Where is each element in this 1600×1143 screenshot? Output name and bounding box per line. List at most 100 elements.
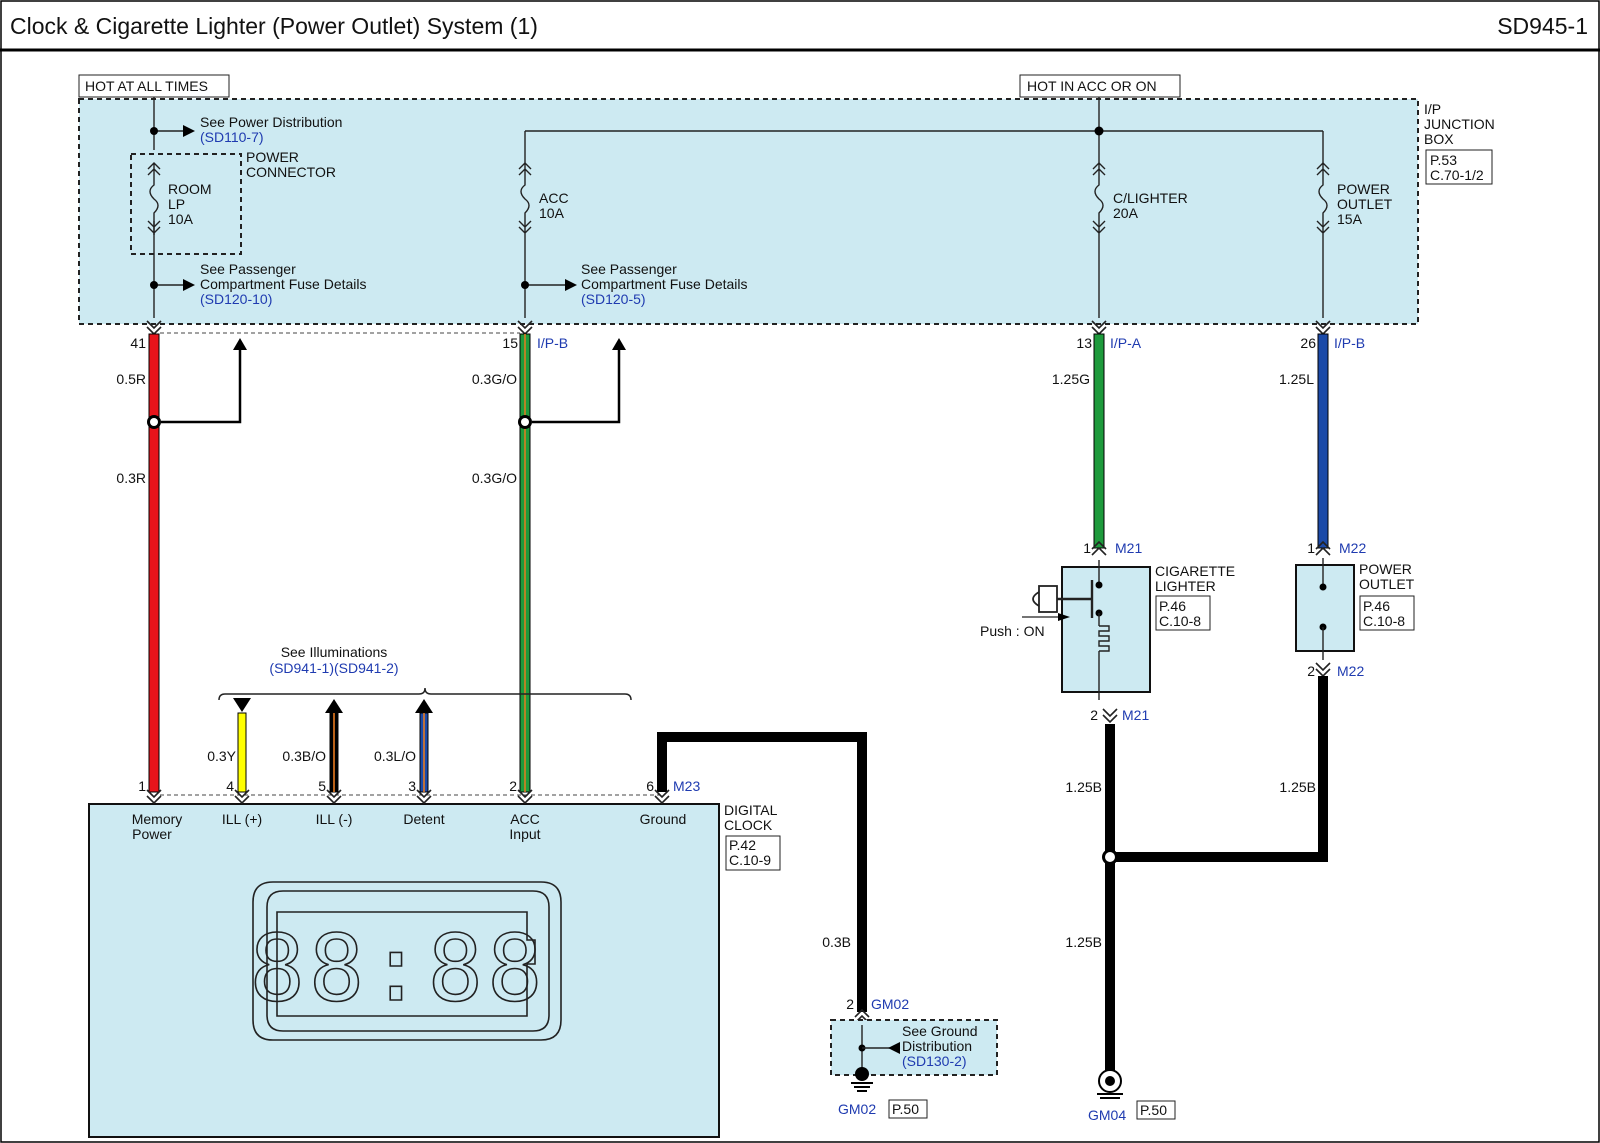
wire-label: 0.3B/O — [282, 748, 326, 764]
pin-label: Power — [132, 826, 172, 842]
fuse-acc: ACC 10A — [518, 162, 569, 236]
pin-number: 2 — [509, 778, 517, 794]
ref-text: See Passenger — [581, 261, 677, 277]
pin-number: 1 — [1307, 540, 1315, 556]
fuse-label: ROOM — [168, 181, 212, 197]
connector-id: M21 — [1115, 540, 1142, 556]
pin-number: 6 — [646, 778, 654, 794]
pin-label: Input — [509, 826, 540, 842]
hot-labels: HOT AT ALL TIMES HOT IN ACC OR ON — [78, 74, 1181, 98]
colored-wires — [148, 333, 1329, 793]
ip-junction-box: I/P JUNCTION BOX P.53 C.70-1/2 — [78, 98, 1495, 325]
ground-id: GM02 — [838, 1101, 876, 1117]
page-title: Clock & Cigarette Lighter (Power Outlet)… — [10, 13, 538, 39]
ref-text: See Ground — [902, 1023, 978, 1039]
ground-icon — [855, 1067, 869, 1081]
pin-number: 1 — [138, 778, 146, 794]
jb-connectors: 41 15 I/P-B 13 I/P-A 26 I/P-B — [130, 320, 1365, 351]
jb-junction-dots — [150, 126, 1104, 289]
ground-gm04: GM04 P.50 — [1088, 1069, 1176, 1123]
wire-label: 1.25B — [1065, 779, 1102, 795]
pin-number: 5 — [318, 778, 326, 794]
jb-ref-arrows — [183, 125, 577, 291]
ref-text: Compartment Fuse Details — [581, 276, 748, 292]
clock-ground-wire: 0.3B — [657, 732, 867, 1012]
device-conn: C.10-8 — [1159, 613, 1201, 629]
pin-number: 3 — [408, 778, 416, 794]
clock-display: 88:88 — [249, 881, 562, 1041]
illumination-wires: See Illuminations (SD941-1)(SD941-2) 0.3… — [207, 644, 632, 793]
jb-name-2: JUNCTION — [1424, 116, 1495, 132]
jb-name-1: I/P — [1424, 101, 1441, 117]
illum-ref-code: (SD941-1)(SD941-2) — [269, 660, 398, 676]
ref-fuse-details-1: See Passenger Compartment Fuse Details (… — [200, 261, 367, 307]
wire-label: 0.3B — [822, 934, 851, 950]
connector-id: I/P-B — [1334, 335, 1365, 351]
ref-fuse-details-2: See Passenger Compartment Fuse Details (… — [581, 261, 748, 307]
connector-id: M22 — [1339, 540, 1366, 556]
connector-id: I/P-A — [1110, 335, 1142, 351]
ref-code: (SD110-7) — [200, 129, 264, 145]
power-connector-label-1: POWER — [246, 149, 299, 165]
jb-conn: C.70-1/2 — [1430, 167, 1484, 183]
ground-id: GM04 — [1088, 1107, 1126, 1123]
fuse-label: 20A — [1113, 205, 1139, 221]
pin-number: 1 — [1083, 540, 1091, 556]
fuse-room-lp: ROOM LP 10A — [147, 162, 212, 236]
connector-id: I/P-B — [537, 335, 568, 351]
clock-name: DIGITAL — [724, 802, 778, 818]
ground-gm02: 2 GM02 See Ground Distribution (SD130-2)… — [830, 996, 998, 1119]
ref-text: See Power Distribution — [200, 114, 342, 130]
page-code: SD945-1 — [1497, 13, 1588, 39]
fuse-label: LP — [168, 196, 185, 212]
pin-number: 4 — [226, 778, 234, 794]
fuse-label: 10A — [168, 211, 194, 227]
device-name: LIGHTER — [1155, 578, 1216, 594]
connector-id: GM02 — [871, 996, 909, 1012]
ref-code: (SD120-10) — [200, 291, 272, 307]
power-connector-label-2: CONNECTOR — [246, 164, 336, 180]
connector-id: M21 — [1122, 707, 1149, 723]
device-name: OUTLET — [1359, 576, 1415, 592]
clock-digits: 88:88 — [250, 915, 547, 1022]
pin-number: 13 — [1076, 335, 1092, 351]
splice-dots — [147, 338, 626, 429]
clock-name: CLOCK — [724, 817, 773, 833]
wire-label: 0.3L/O — [374, 748, 416, 764]
ground-page: P.50 — [892, 1101, 919, 1117]
ref-power-distribution: See Power Distribution (SD110-7) — [200, 114, 342, 145]
pin-number: 2 — [846, 996, 854, 1012]
jb-internal-wiring — [153, 97, 1324, 318]
connector-id: M23 — [673, 778, 700, 794]
wire-label: 1.25L — [1279, 371, 1314, 387]
fuse-power-outlet: POWER OUTLET 15A — [1316, 162, 1393, 236]
pin-label: ACC — [510, 811, 540, 827]
fuse-label: POWER — [1337, 181, 1390, 197]
ref-text: See Passenger — [200, 261, 296, 277]
ref-code: (SD120-5) — [581, 291, 646, 307]
ground-page: P.50 — [1140, 1102, 1167, 1118]
wire-labels: 0.5R 0.3R 0.3G/O 0.3G/O 1.25G 1.25L — [116, 371, 1314, 486]
push-on-label: Push : ON — [980, 623, 1045, 639]
wire-label: 0.3G/O — [472, 371, 517, 387]
fuse-c-lighter: C/LIGHTER 20A — [1092, 162, 1188, 236]
jb-name-3: BOX — [1424, 131, 1454, 147]
wire-label: 0.3Y — [207, 748, 236, 764]
fuse-label: C/LIGHTER — [1113, 190, 1188, 206]
fuse-label: OUTLET — [1337, 196, 1393, 212]
wire-label: 0.5R — [116, 371, 146, 387]
cigarette-lighter: 1 M21 Push : ON CIGARETTE LIGHTER P.46 C… — [980, 540, 1235, 723]
hot-at-all-times: HOT AT ALL TIMES — [85, 78, 208, 94]
wire-label: 1.25B — [1279, 779, 1316, 795]
pin-label: Detent — [403, 811, 444, 827]
pin-number: 41 — [130, 335, 146, 351]
pin-label: Memory — [132, 811, 183, 827]
wire-label: 1.25G — [1052, 371, 1090, 387]
ground-wires-right: 1.25B 1.25B 1.25B — [1065, 676, 1328, 1075]
clock-conn: C.10-9 — [729, 852, 771, 868]
device-page: P.46 — [1159, 598, 1186, 614]
ref-text: Distribution — [902, 1038, 972, 1054]
